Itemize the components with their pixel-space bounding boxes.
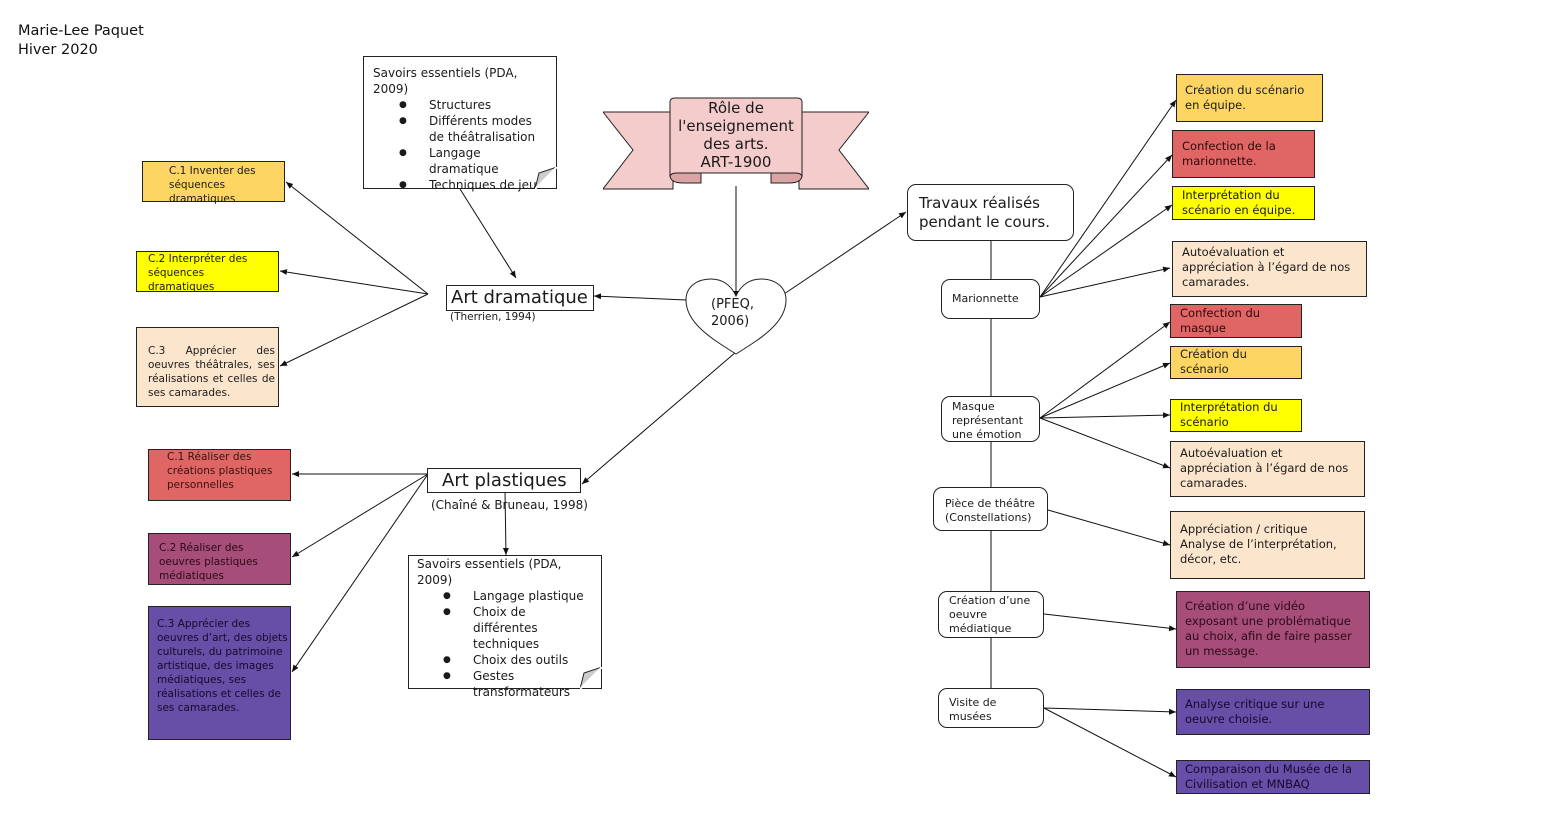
savoirs-plastiques-note: Savoirs essentiels (PDA, 2009) Langage p… bbox=[408, 555, 602, 699]
art-plastiques-node: Art plastiques bbox=[427, 468, 581, 493]
art-dramatique-citation: (Therrien, 1994) bbox=[450, 311, 536, 323]
outcome-masque-3: Interprétation du scénario bbox=[1170, 399, 1302, 432]
savoirs-dramatique-note: Savoirs essentiels (PDA, 2009) Structure… bbox=[363, 56, 557, 193]
author-term: Hiver 2020 bbox=[18, 42, 98, 58]
banner-line: ART-1900 bbox=[700, 153, 772, 171]
connector-plastiques-savoirs bbox=[502, 490, 509, 556]
art-plastiques-title: Art plastiques bbox=[442, 470, 567, 491]
heart-node: (PFEQ, 2006) bbox=[684, 278, 788, 356]
travaux-node: Travaux réalisés pendant le cours. bbox=[907, 184, 1074, 241]
connector-savoirs-dramatique bbox=[459, 188, 517, 279]
savoirs-item: Langage dramatique bbox=[373, 145, 547, 177]
connector-marionnette-3 bbox=[1039, 204, 1173, 298]
connector-marionnette-1 bbox=[1039, 99, 1177, 298]
connector-heart-plastiques bbox=[581, 351, 737, 485]
connector-marionnette-4 bbox=[1039, 266, 1171, 298]
savoirs-item: Techniques de jeu bbox=[373, 177, 547, 193]
author-name: Marie-Lee Paquet bbox=[18, 23, 144, 39]
connector-piece-1 bbox=[1047, 509, 1171, 546]
savoirs-item: Structures bbox=[373, 97, 547, 113]
outcome-marionnette-1: Création du scénario en équipe. bbox=[1176, 74, 1323, 122]
connector-masque-1 bbox=[1039, 321, 1171, 419]
ribbon-shape bbox=[603, 97, 869, 190]
project-visite-musees: Visite de musées bbox=[938, 688, 1044, 728]
connector-heart-travaux bbox=[783, 211, 907, 295]
project-marionnette: Marionnette bbox=[941, 279, 1040, 319]
dramatique-competence-c1: C.1 Inventer des séquences dramatiques bbox=[142, 161, 285, 205]
note-title: Savoirs essentiels (PDA, 2009) bbox=[417, 557, 562, 587]
connector-plastiques-c2 bbox=[291, 473, 429, 558]
outcome-masque-4: Autoévaluation et appréciation à l’égard… bbox=[1170, 441, 1365, 497]
outcome-marionnette-2: Confection de la marionnette. bbox=[1172, 130, 1315, 178]
art-dramatique-node: Art dramatique bbox=[446, 285, 594, 311]
project-piece-theatre: Pièce de théâtre (Constellations) bbox=[933, 487, 1048, 531]
savoirs-item: Gestes transformateurs bbox=[417, 668, 592, 700]
heart-label: (PFEQ, 2006) bbox=[711, 296, 754, 330]
dramatique-competence-c2: C.2 Interpréter des séquences dramatique… bbox=[136, 251, 279, 293]
connector-mediatique-1 bbox=[1043, 613, 1177, 632]
savoirs-item: Choix des outils bbox=[417, 652, 592, 668]
savoirs-list: Structures Différents modes de théâtrali… bbox=[373, 97, 547, 193]
project-oeuvre-mediatique: Création d’une oeuvre médiatique bbox=[938, 591, 1044, 638]
plastiques-competence-c3: C.3 Apprécier des oeuvres d’art, des obj… bbox=[148, 606, 291, 740]
note-title: Savoirs essentiels (PDA, 2009) bbox=[373, 66, 518, 96]
connector-heart-dramatique bbox=[593, 293, 687, 301]
connector-marionnette-2 bbox=[1039, 154, 1173, 298]
outcome-masque-2: Création du scénario bbox=[1170, 346, 1302, 379]
dramatique-competence-c3: C.3 Apprécier des oeuvres théâtrales, se… bbox=[136, 327, 279, 407]
outcome-marionnette-3: Interprétation du scénario en équipe. bbox=[1172, 186, 1315, 220]
page-fold-icon bbox=[580, 667, 602, 689]
outcome-musees-2: Comparaison du Musée de la Civilisation … bbox=[1176, 760, 1370, 794]
banner-line: Rôle de bbox=[708, 99, 764, 117]
savoirs-item: Différents modes de théâtralisation bbox=[373, 113, 547, 145]
connector-dramatique-c3 bbox=[279, 293, 429, 367]
connector-dramatique-c1 bbox=[285, 181, 429, 295]
savoirs-list: Langage plastique Choix de différentes t… bbox=[417, 588, 592, 700]
title-banner: Rôle de l'enseignement des arts. ART-190… bbox=[603, 97, 869, 191]
page-fold-icon bbox=[535, 167, 557, 189]
connector-masque-4 bbox=[1039, 417, 1171, 469]
savoirs-item: Choix de différentes techniques bbox=[417, 604, 592, 652]
connector-masque-3 bbox=[1039, 412, 1171, 419]
connector-masque-2 bbox=[1039, 362, 1171, 419]
plastiques-competence-c2: C.2 Réaliser des oeuvres plastiques médi… bbox=[148, 533, 291, 585]
savoirs-item: Langage plastique bbox=[417, 588, 592, 604]
banner-line: des arts. bbox=[703, 135, 769, 153]
plastiques-competence-c1: C.1 Réaliser des créations plastiques pe… bbox=[148, 449, 291, 501]
outcome-piece-1: Appréciation / critique Analyse de l’int… bbox=[1170, 511, 1365, 579]
banner-line: l'enseignement bbox=[678, 117, 794, 135]
banner-title: Rôle de l'enseignement des arts. ART-190… bbox=[670, 99, 802, 171]
author-block: Marie-Lee Paquet Hiver 2020 bbox=[18, 22, 144, 60]
outcome-marionnette-4: Autoévaluation et appréciation à l’égard… bbox=[1172, 241, 1367, 297]
outcome-mediatique-1: Création d’une vidéo exposant une problé… bbox=[1176, 591, 1370, 668]
art-plastiques-citation: (Chaîné & Bruneau, 1998) bbox=[431, 498, 588, 512]
project-masque: Masque représentant une émotion bbox=[941, 396, 1040, 442]
outcome-musees-1: Analyse critique sur une oeuvre choisie. bbox=[1176, 689, 1370, 735]
outcome-masque-1: Confection du masque bbox=[1170, 304, 1302, 338]
connector-musees-1 bbox=[1043, 707, 1177, 715]
connector-musees-2 bbox=[1043, 707, 1177, 778]
art-dramatique-title: Art dramatique bbox=[451, 287, 588, 308]
connector-dramatique-c2 bbox=[279, 269, 429, 295]
heart-line: (PFEQ, bbox=[711, 297, 754, 312]
heart-line: 2006) bbox=[711, 314, 750, 329]
connector-plastiques-c3 bbox=[291, 473, 429, 673]
